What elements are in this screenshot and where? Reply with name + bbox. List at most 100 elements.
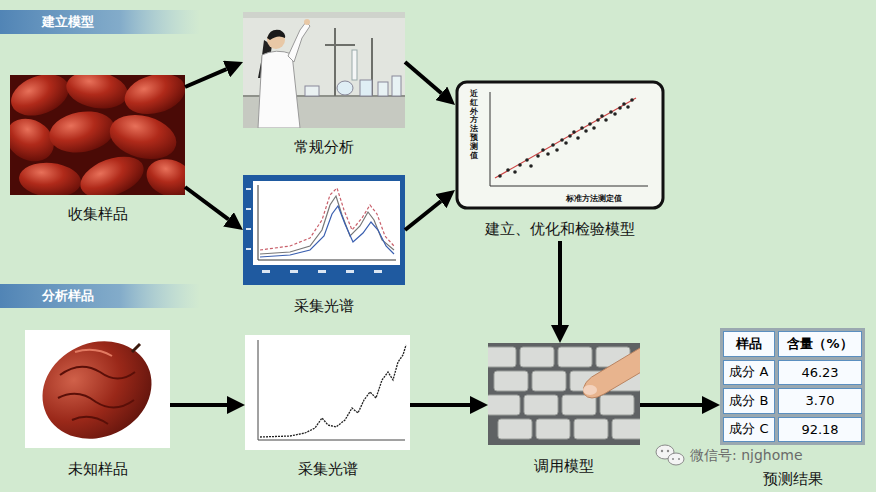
flow-arrow xyxy=(170,403,227,407)
spectrum-chart-g-rect xyxy=(246,208,251,210)
calibration-plot-g-circle xyxy=(546,152,550,156)
date-photo-ellipse xyxy=(26,324,167,457)
calibration-plot-line xyxy=(490,186,648,187)
flow-arrow xyxy=(405,62,441,93)
spectrum-chart-g xyxy=(246,188,382,273)
spectrum-chart-path xyxy=(260,206,394,257)
spectrum-chart-g-rect xyxy=(374,270,382,273)
calibration-plot-g-circle xyxy=(536,154,540,158)
dates-photo xyxy=(10,75,185,195)
spectrum-chart-g-rect xyxy=(318,270,326,273)
spectrum-chart-rect xyxy=(245,335,410,450)
watermark: 微信号: njghome xyxy=(690,447,803,465)
dates-photo-ellipse xyxy=(10,75,75,123)
flow-arrow xyxy=(558,241,562,325)
calibration-plot-line xyxy=(495,98,636,178)
spectrum-chart-g-rect xyxy=(246,248,251,250)
table-cell-text: 成分 A xyxy=(729,363,768,381)
calibration-plot-g-circle xyxy=(518,163,522,167)
wechat-icon-ellipse xyxy=(668,453,684,465)
lab-photo-ellipse xyxy=(337,81,353,95)
lab-photo-rect xyxy=(243,12,405,18)
keyboard-photo-path xyxy=(583,345,640,398)
node-caption: 采集光谱 xyxy=(245,460,410,479)
wechat-icon-circle xyxy=(667,450,669,452)
keyboard-photo-g-rect xyxy=(532,371,566,391)
spectrum-chart-line xyxy=(258,185,259,260)
dates-photo-ellipse xyxy=(63,75,130,113)
keyboard-photo-g-rect xyxy=(536,419,570,439)
table-cell-text: 46.23 xyxy=(801,365,838,380)
calibration-plot-g-circle xyxy=(506,168,510,172)
calibration-plot-g-circle xyxy=(564,141,568,145)
section-band-rect xyxy=(0,284,200,308)
node-caption: 建立、优化和检验模型 xyxy=(455,220,665,239)
picture-node: 采集光谱 xyxy=(243,175,405,318)
table-cell: 成分 B xyxy=(723,388,775,414)
calibration-plot-g-circle xyxy=(513,170,517,174)
lab-photo-rect xyxy=(305,86,319,96)
keyboard-photo-g-rect xyxy=(574,419,608,439)
calibration-plot-g-circle xyxy=(560,138,564,142)
picture-node: 未知样品 xyxy=(25,330,170,481)
node-caption: 常规分析 xyxy=(243,138,405,157)
keyboard-photo xyxy=(488,343,640,445)
calibration-plot xyxy=(457,82,663,208)
calibration-plot-g-circle xyxy=(630,98,634,102)
dates-photo-ellipse xyxy=(18,160,83,195)
result-table: 样品含量（%）成分 A46.23成分 B3.70成分 C92.18 xyxy=(720,328,865,445)
spectrum-chart-rect xyxy=(243,175,405,285)
axis-label: 标准方法测定值 xyxy=(566,193,622,204)
date-photo-path xyxy=(72,417,108,424)
keyboard-photo-g-rect xyxy=(520,347,554,367)
spectrum-chart-g-rect xyxy=(246,188,251,190)
lab-photo-path xyxy=(267,30,285,40)
flow-arrow xyxy=(185,187,229,219)
spectrum-chart-g-rect xyxy=(346,270,354,273)
flow-arrow xyxy=(405,201,441,230)
lab-photo xyxy=(243,12,405,128)
calibration-plot-g-circle xyxy=(622,102,626,106)
calibration-plot-g-circle xyxy=(592,126,596,130)
lab-photo-line xyxy=(325,44,355,46)
node-caption: 采集光谱 xyxy=(243,297,405,316)
calibration-plot-g-circle xyxy=(600,114,604,118)
table-cell: 含量（%） xyxy=(778,331,862,357)
keyboard-photo-g-rect xyxy=(558,347,592,367)
date-photo-path xyxy=(60,367,135,379)
calibration-plot-g-circle xyxy=(588,122,592,126)
date-photo xyxy=(25,324,170,457)
lab-photo-rect xyxy=(243,12,405,128)
wechat-icon-circle xyxy=(661,450,663,452)
spectrum-chart-line xyxy=(258,340,259,440)
keyboard-photo-g-rect xyxy=(498,419,532,439)
wechat-icon xyxy=(656,445,684,465)
dates-photo-ellipse xyxy=(75,149,149,195)
calibration-plot-line xyxy=(490,92,491,186)
spectrum-chart xyxy=(245,335,410,450)
calibration-plot-g-circle xyxy=(541,148,545,152)
wechat-icon-circle xyxy=(678,458,680,460)
calibration-plot-g-circle xyxy=(576,136,580,140)
spectrum-chart-line xyxy=(258,260,396,261)
spectrum-chart-g-rect xyxy=(262,270,270,273)
keyboard-photo-g-rect xyxy=(488,347,516,367)
date-photo-path xyxy=(58,394,134,408)
table-cell-text: 3.70 xyxy=(806,393,835,408)
wechat-icon-circle xyxy=(672,458,674,460)
dates-photo-ellipse xyxy=(141,153,185,195)
picture-node: 预测结果样品含量（%）成分 A46.23成分 B3.70成分 C92.18 xyxy=(720,328,865,491)
picture-node: 采集光谱 xyxy=(245,335,410,481)
spectrum-chart-rect xyxy=(253,181,400,265)
picture-node: 建立、优化和检验模型 xyxy=(455,80,665,241)
calibration-plot-g-circle xyxy=(626,105,630,109)
table-cell: 成分 C xyxy=(723,417,775,443)
calibration-plot-g-circle xyxy=(568,134,572,138)
table-cell: 3.70 xyxy=(778,388,862,414)
dates-photo-ellipse xyxy=(120,75,185,120)
picture-node: 常规分析 xyxy=(243,12,405,159)
table-cell: 成分 A xyxy=(723,360,775,386)
node-caption: 预测结果 xyxy=(720,470,865,489)
lab-photo-rect xyxy=(360,80,372,96)
